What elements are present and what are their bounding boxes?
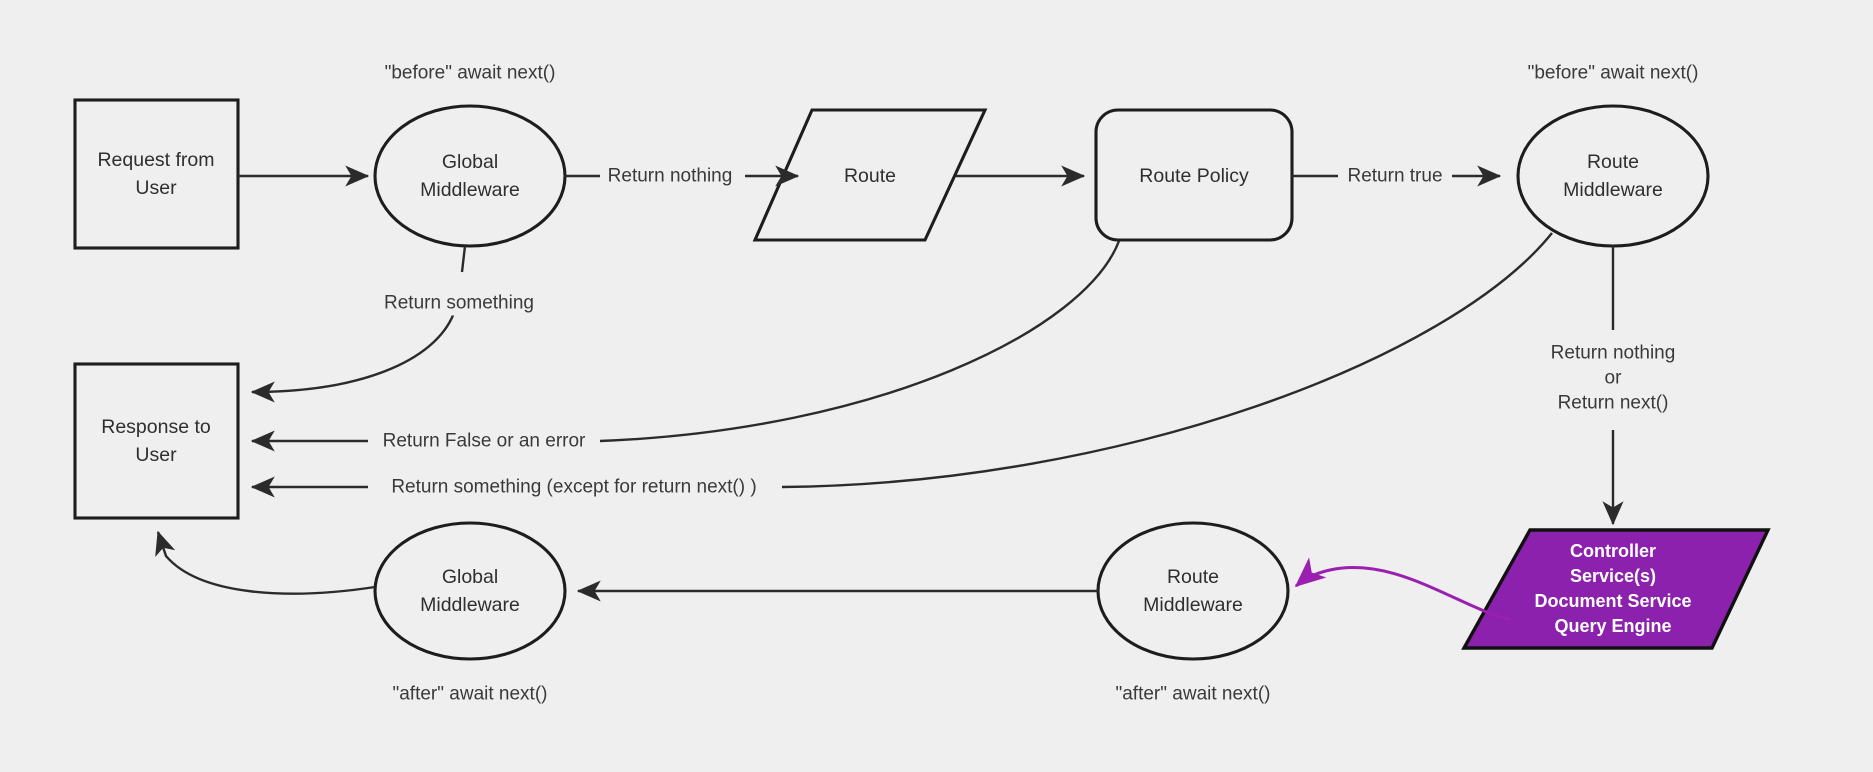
edge-global-middleware-to-response [460,245,467,273]
edge-global-middleware-after-to-response [155,530,376,595]
edge-global-middleware-to-response-curve [250,309,457,403]
node-global-middleware-after[interactable] [373,521,567,661]
edge-controller-to-route-middleware-after [1294,557,1511,622]
node-route-middleware-after[interactable] [1096,521,1290,661]
node-route-policy[interactable] [1094,108,1294,242]
node-route-middleware-before[interactable] [1516,104,1710,248]
edge-route-policy-to-response-curve [599,240,1121,443]
node-global-middleware-before[interactable] [373,104,567,248]
node-controller-services[interactable] [1461,528,1771,650]
node-route[interactable] [752,108,988,242]
node-request-from-user[interactable] [73,98,240,250]
edge-route-middleware-to-response-curve [781,232,1553,489]
node-response-to-user[interactable] [73,362,240,520]
